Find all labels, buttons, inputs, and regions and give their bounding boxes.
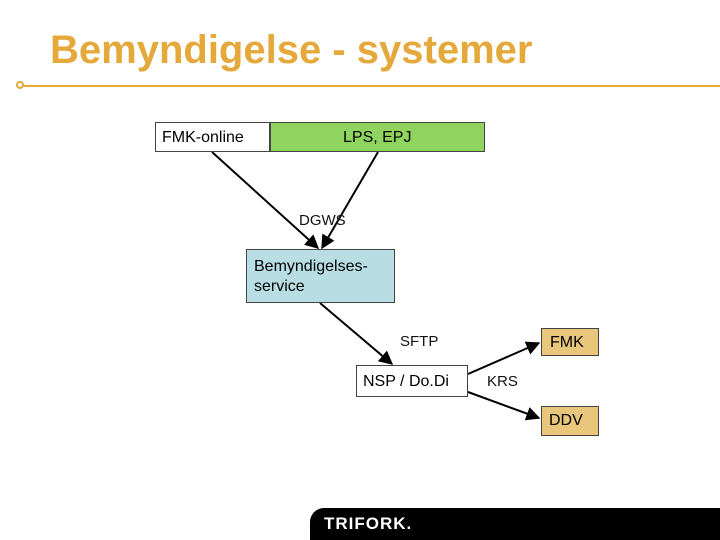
node-nsp-dodi-label: NSP / Do.Di [363,373,449,390]
edge-label-sftp: SFTP [400,333,439,350]
node-ddv: DDV [541,406,599,436]
node-fmk-label: FMK [550,334,584,351]
node-fmk: FMK [541,328,599,356]
edge-label-krs: KRS [487,373,518,390]
node-lps-epj: LPS, EPJ [270,122,485,152]
trifork-logo: TRIFORK. [324,514,413,533]
arrow-lps-epj-to-service [321,151,379,250]
page-title: Bemyndigelse - systemer [50,28,533,72]
arrow-nsp-to-ddv [467,391,541,421]
node-fmk-online-label: FMK-online [162,129,244,146]
node-service-label-line2: service [254,278,305,295]
edge-label-dgws: DGWS [299,212,346,229]
footer-bar: TRIFORK. [310,508,720,540]
node-service-label-line1: Bemyndigelses- [254,258,368,275]
arrow-service-to-nsp [319,302,394,365]
arrow-nsp-to-fmk [467,341,541,375]
node-nsp-dodi: NSP / Do.Di [356,365,468,397]
node-ddv-label: DDV [549,412,583,429]
title-underline [22,85,720,87]
underline-bullet-icon [16,81,24,89]
node-bemyndigelsesservice: Bemyndigelses- service [246,249,395,303]
node-lps-epj-label: LPS, EPJ [343,129,412,146]
node-fmk-online: FMK-online [155,122,270,152]
arrow-fmk-online-to-service [211,151,320,249]
